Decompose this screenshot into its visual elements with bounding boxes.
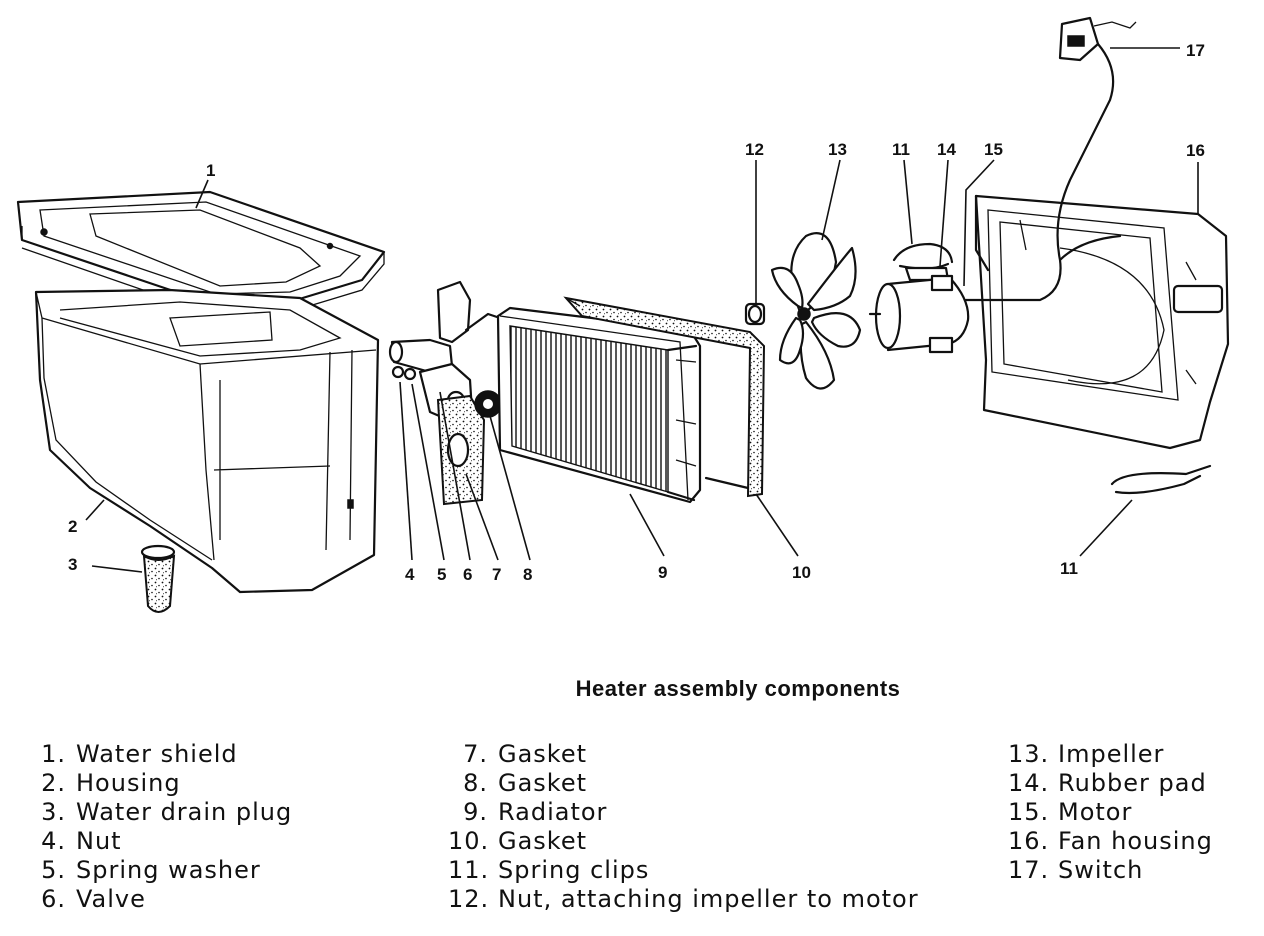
callout-9: 9 xyxy=(658,563,667,582)
legend-label: Gasket xyxy=(498,740,588,768)
legend-number: 15. xyxy=(1008,798,1050,826)
callout-6: 6 xyxy=(463,565,472,584)
legend-label: Gasket xyxy=(498,769,588,797)
housing-part xyxy=(34,288,380,594)
legend-label: Switch xyxy=(1058,856,1144,884)
radiator-part xyxy=(496,306,702,504)
legend-number: 5. xyxy=(41,856,66,884)
legend-number: 16. xyxy=(1008,827,1050,855)
legend-number: 14. xyxy=(1008,769,1050,797)
callout-10: 10 xyxy=(792,563,811,582)
legend-column-2: 7. Gasket 8. Gasket 9. Radiator 10. Gasket 1… xyxy=(448,740,919,914)
legend-item: 10. Gasket xyxy=(448,827,919,856)
callout-7: 7 xyxy=(492,565,501,584)
spring-clip-lower-part xyxy=(1110,464,1212,495)
legend-number: 9. xyxy=(463,798,488,826)
legend-label: Rubber pad xyxy=(1058,769,1207,797)
legend-number: 8. xyxy=(463,769,488,797)
legend-item: 8. Gasket xyxy=(448,769,919,798)
legend-label: Fan housing xyxy=(1058,827,1213,855)
legend-item: 1. Water shield xyxy=(38,740,292,769)
legend-number: 10. xyxy=(448,827,490,855)
motor-part xyxy=(868,274,970,354)
legend-number: 7. xyxy=(463,740,488,768)
legend-number: 11. xyxy=(448,856,490,884)
legend-label: Impeller xyxy=(1058,740,1165,768)
spring-washer-part xyxy=(403,367,417,381)
legend-number: 1. xyxy=(41,740,66,768)
legend-item: 6. Valve xyxy=(38,885,292,914)
spring-clip-upper-part xyxy=(892,242,954,270)
callout-16: 16 xyxy=(1186,141,1205,160)
legend-label: Water shield xyxy=(76,740,238,768)
callout-13: 13 xyxy=(828,140,847,159)
legend-item: 11. Spring clips xyxy=(448,856,919,885)
gasket-8-part xyxy=(474,390,502,418)
nut-part xyxy=(391,365,405,379)
legend-label: Spring clips xyxy=(498,856,650,884)
callout-11-upper: 11 xyxy=(892,140,910,159)
legend-label: Housing xyxy=(76,769,181,797)
legend-label: Valve xyxy=(76,885,146,913)
legend-number: 6. xyxy=(41,885,66,913)
switch-part xyxy=(1058,16,1137,62)
callout-8: 8 xyxy=(523,565,532,584)
callout-2: 2 xyxy=(68,517,77,536)
callout-14: 14 xyxy=(937,140,956,159)
legend-label: Radiator xyxy=(498,798,608,826)
callout-4: 4 xyxy=(405,565,415,584)
legend-item: 3. Water drain plug xyxy=(38,798,292,827)
callout-11-lower: 11 xyxy=(1060,559,1078,578)
legend-label: Nut, attaching impeller to motor xyxy=(498,885,919,913)
callout-17: 17 xyxy=(1186,41,1205,60)
legend-number: 2. xyxy=(41,769,66,797)
legend-number: 13. xyxy=(1008,740,1050,768)
fan-housing-part xyxy=(974,194,1230,450)
legend-number: 12. xyxy=(448,885,490,913)
legend-column-3: 13. Impeller 14. Rubber pad 15. Motor 16. Fa… xyxy=(1008,740,1213,885)
exploded-view-diagram: 1 2 3 4 5 6 7 8 9 10 11 11 12 13 14 15 1… xyxy=(16,16,1230,613)
legend-item: 13. Impeller xyxy=(1008,740,1213,769)
impeller-part xyxy=(770,232,862,390)
legend-item: 7. Gasket xyxy=(448,740,919,769)
legend-item: 5. Spring washer xyxy=(38,856,292,885)
legend-label: Water drain plug xyxy=(76,798,293,826)
legend-item: 17. Switch xyxy=(1008,856,1213,885)
figure-caption: Heater assembly components xyxy=(575,676,901,701)
legend-item: 16. Fan housing xyxy=(1008,827,1213,856)
legend-number: 3. xyxy=(41,798,66,826)
callout-12: 12 xyxy=(745,140,764,159)
legend-item: 2. Housing xyxy=(38,769,292,798)
impeller-nut-part xyxy=(744,302,766,326)
legend-number: 17. xyxy=(1008,856,1050,884)
callout-1: 1 xyxy=(206,161,215,180)
legend-label: Motor xyxy=(1058,798,1133,826)
gasket-7-part xyxy=(436,394,486,506)
water-shield-part xyxy=(16,190,386,315)
callout-15: 15 xyxy=(984,140,1003,159)
wiring-harness xyxy=(964,42,1122,302)
water-drain-plug-part xyxy=(140,544,176,613)
legend-item: 12. Nut, attaching impeller to motor xyxy=(448,885,919,914)
legend-item: 4. Nut xyxy=(38,827,292,856)
legend-item: 9. Radiator xyxy=(448,798,919,827)
legend-label: Spring washer xyxy=(76,856,261,884)
gasket-10-part xyxy=(563,296,766,498)
legend-item: 14. Rubber pad xyxy=(1008,769,1213,798)
callout-3: 3 xyxy=(68,555,77,574)
legend-column-1: 1. Water shield 2. Housing 3. Water drain p… xyxy=(38,740,292,914)
leader-lines xyxy=(85,47,1199,573)
legend-label: Nut xyxy=(76,827,122,855)
legend-number: 4. xyxy=(41,827,66,855)
callout-numbers: 1 2 3 4 5 6 7 8 9 10 11 11 12 13 14 15 1… xyxy=(68,41,1205,584)
legend-label: Gasket xyxy=(498,827,588,855)
legend-item: 15. Motor xyxy=(1008,798,1213,827)
callout-5: 5 xyxy=(437,565,446,584)
